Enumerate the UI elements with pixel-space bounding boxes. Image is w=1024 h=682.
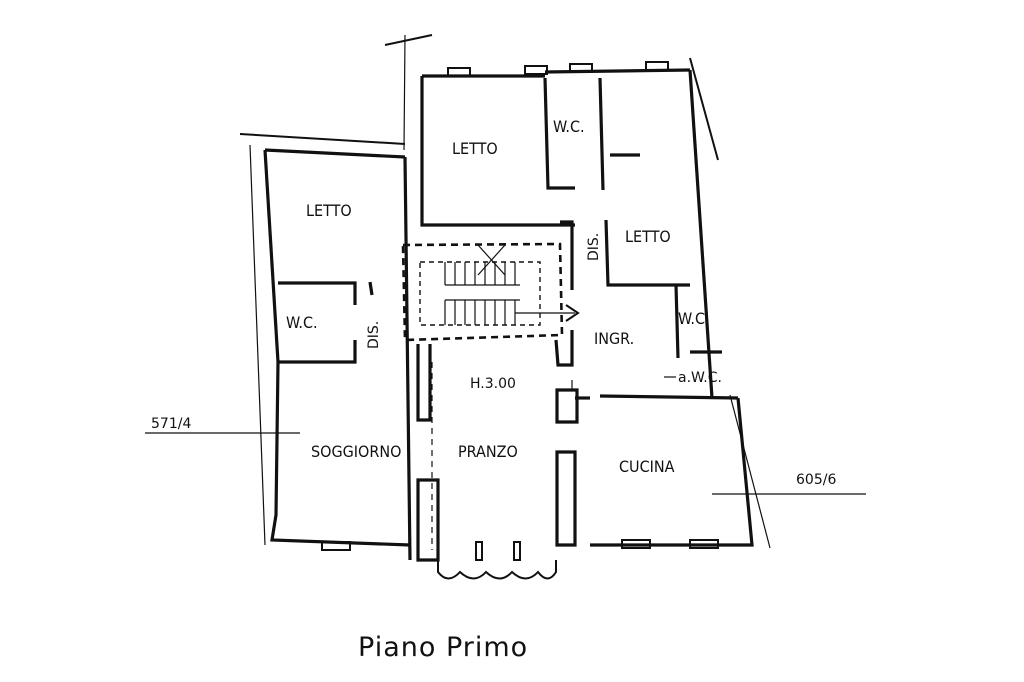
staircase — [401, 242, 580, 342]
plan-title: Piano Primo — [358, 632, 528, 663]
windows — [321, 61, 719, 561]
room-labels: LETTO LETTO LETTO W.C. W.C. W.C. DIS. DI… — [286, 117, 722, 476]
property-boundaries — [145, 34, 866, 549]
reference-right: 605/6 — [796, 472, 836, 488]
label-ingresso: INGR. — [594, 329, 634, 348]
label-cucina: CUCINA — [619, 457, 675, 476]
reference-left: 571/4 — [151, 416, 191, 432]
label-wc-right: W.C. — [678, 309, 710, 328]
leader-lines — [431, 362, 676, 550]
label-dis-right: DIS. — [586, 233, 602, 261]
label-letto-left: LETTO — [306, 201, 352, 220]
exterior-walls — [263, 68, 754, 561]
label-dis-left: DIS. — [366, 321, 382, 349]
label-antibagno: a.W.C. — [678, 370, 722, 386]
balcony — [437, 560, 557, 580]
label-soggiorno: SOGGIORNO — [311, 442, 401, 461]
label-letto-top: LETTO — [452, 139, 498, 158]
label-wc-top: W.C. — [553, 117, 585, 136]
height-note: H.3.00 — [470, 376, 516, 392]
label-pranzo: PRANZO — [458, 442, 518, 461]
label-letto-right: LETTO — [625, 227, 671, 246]
label-wc-left: W.C. — [286, 313, 318, 332]
interior-walls — [278, 77, 739, 562]
